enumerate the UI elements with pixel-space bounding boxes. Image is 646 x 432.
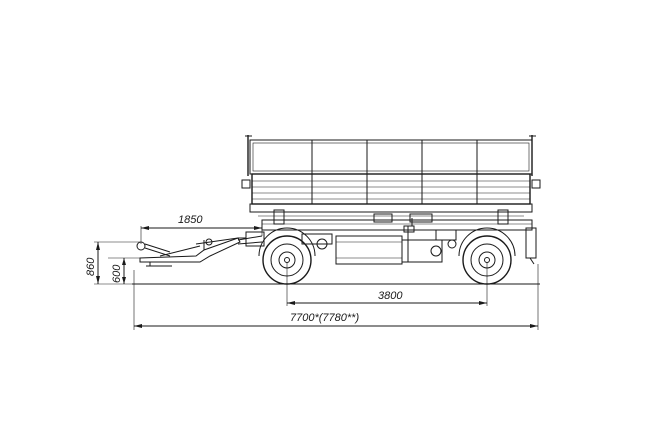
dimension-600: 600 bbox=[108, 257, 140, 284]
dimension-3800: 3800 bbox=[286, 262, 488, 306]
chassis-frame bbox=[238, 209, 537, 265]
dimension-600-label: 600 bbox=[111, 264, 123, 283]
cargo-body bbox=[241, 135, 541, 217]
dimension-overall-label: 7700*(7780**) bbox=[290, 312, 359, 324]
dimension-3800-label: 3800 bbox=[378, 290, 403, 302]
dimension-860-label: 860 bbox=[85, 257, 97, 276]
dimension-overall: 7700*(7780**) bbox=[133, 264, 539, 330]
dimension-860: 860 bbox=[85, 241, 140, 285]
dimension-1850: 1850 bbox=[140, 214, 263, 244]
drawbar bbox=[136, 235, 263, 267]
dimension-1850-label: 1850 bbox=[178, 214, 203, 226]
